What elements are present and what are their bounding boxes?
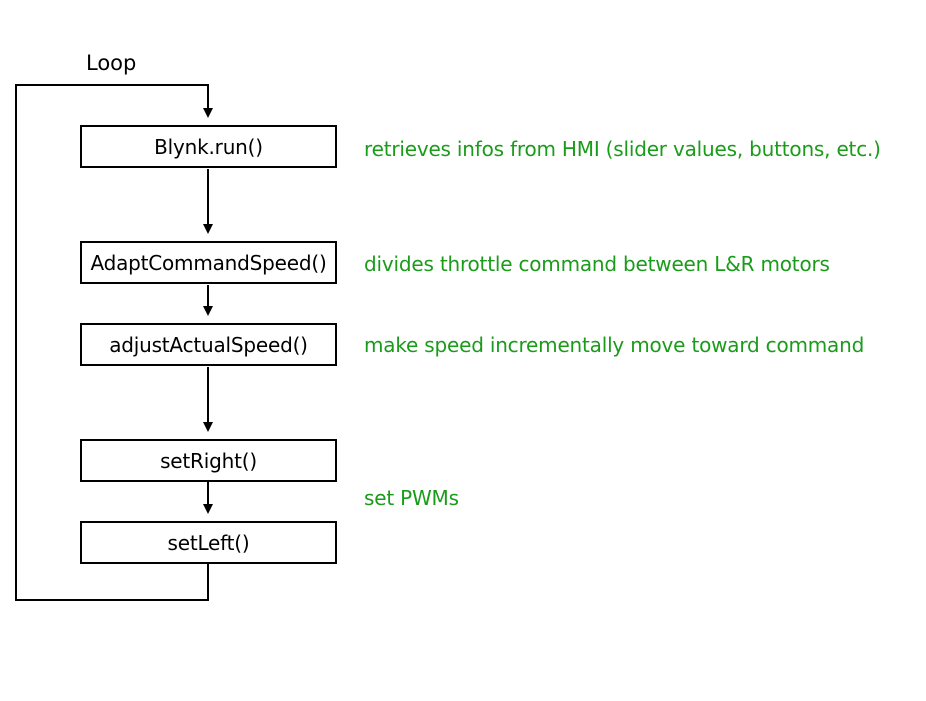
step-label: setRight() bbox=[160, 448, 257, 473]
step-box-set-right: setRight() bbox=[80, 439, 337, 482]
step-box-adjust-actual-speed: adjustActualSpeed() bbox=[80, 323, 337, 366]
step-box-set-left: setLeft() bbox=[80, 521, 337, 564]
step-box-blynk-run: Blynk.run() bbox=[80, 125, 337, 168]
loop-back-line bbox=[15, 84, 213, 601]
loop-label: Loop bbox=[86, 51, 137, 75]
note-blynk-run: retrieves infos from HMI (slider values,… bbox=[364, 137, 881, 161]
note-adjust-actual-speed: make speed incrementally move toward com… bbox=[364, 333, 865, 357]
step-label: adjustActualSpeed() bbox=[109, 332, 308, 357]
step-label: Blynk.run() bbox=[154, 134, 263, 159]
note-set-pwms: set PWMs bbox=[364, 486, 459, 510]
step-label: setLeft() bbox=[167, 530, 250, 555]
note-adapt-command-speed: divides throttle command between L&R mot… bbox=[364, 252, 830, 276]
step-box-adapt-command-speed: AdaptCommandSpeed() bbox=[80, 241, 337, 284]
step-label: AdaptCommandSpeed() bbox=[90, 250, 327, 275]
